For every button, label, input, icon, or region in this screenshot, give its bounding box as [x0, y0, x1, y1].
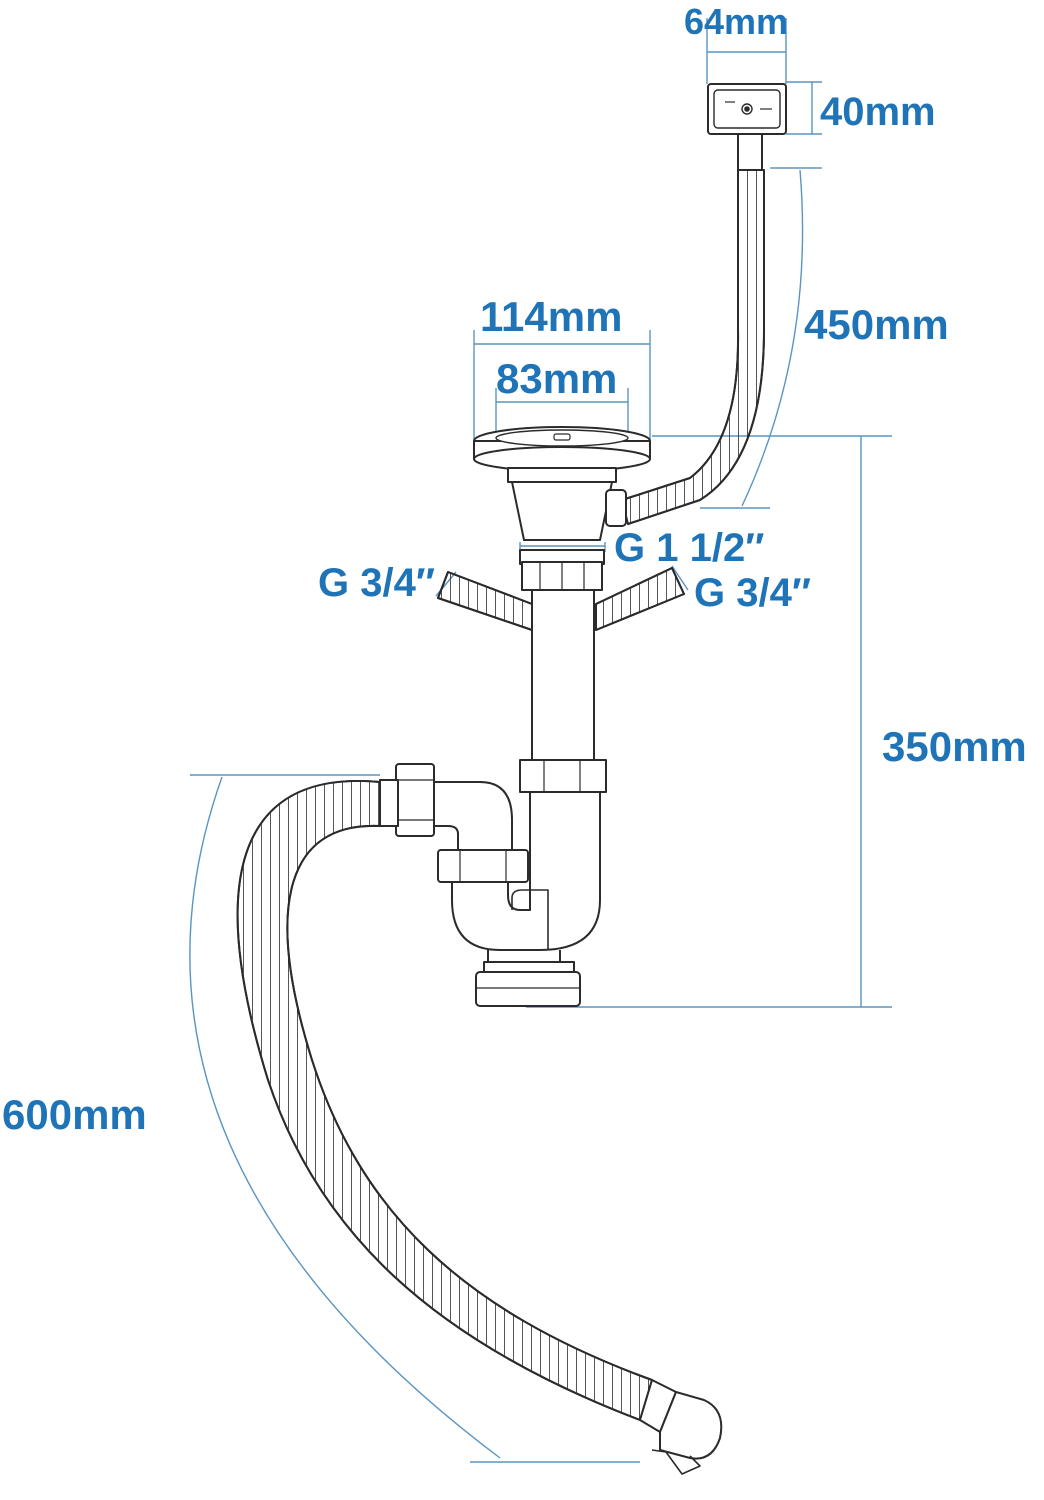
- overflow-height-label: 40mm: [820, 90, 936, 134]
- overflow-hose: [621, 133, 765, 525]
- overflow-width-label: 64mm: [684, 1, 789, 42]
- left-inlet-hose: [437, 571, 533, 631]
- outlet-nut: [519, 549, 605, 591]
- overflow-hose-length-label: 450mm: [804, 301, 949, 348]
- trap-bottom-cap: [475, 961, 581, 1007]
- vertical-pipe: [531, 589, 595, 763]
- drain-hose-length-label: 600mm: [2, 1091, 147, 1138]
- drain-hose: [236, 779, 653, 1421]
- trap-nut: [519, 759, 607, 793]
- trap-elbow: [379, 763, 529, 883]
- left-inlet-thread-label: G 3/4″: [318, 561, 435, 605]
- strainer-basket: [473, 426, 651, 541]
- right-inlet-thread-label: G 3/4″: [694, 571, 811, 615]
- strainer-inner-label: 83mm: [496, 355, 618, 402]
- trap-height-label: 350mm: [882, 723, 1027, 770]
- drain-hose-end: [639, 1379, 723, 1475]
- right-inlet-hose: [595, 567, 685, 631]
- strainer-outer-label: 114mm: [480, 293, 623, 340]
- outlet-thread-label: G 1 1/2″: [614, 526, 765, 570]
- parts: [236, 83, 787, 1475]
- overflow-plate: [707, 83, 787, 135]
